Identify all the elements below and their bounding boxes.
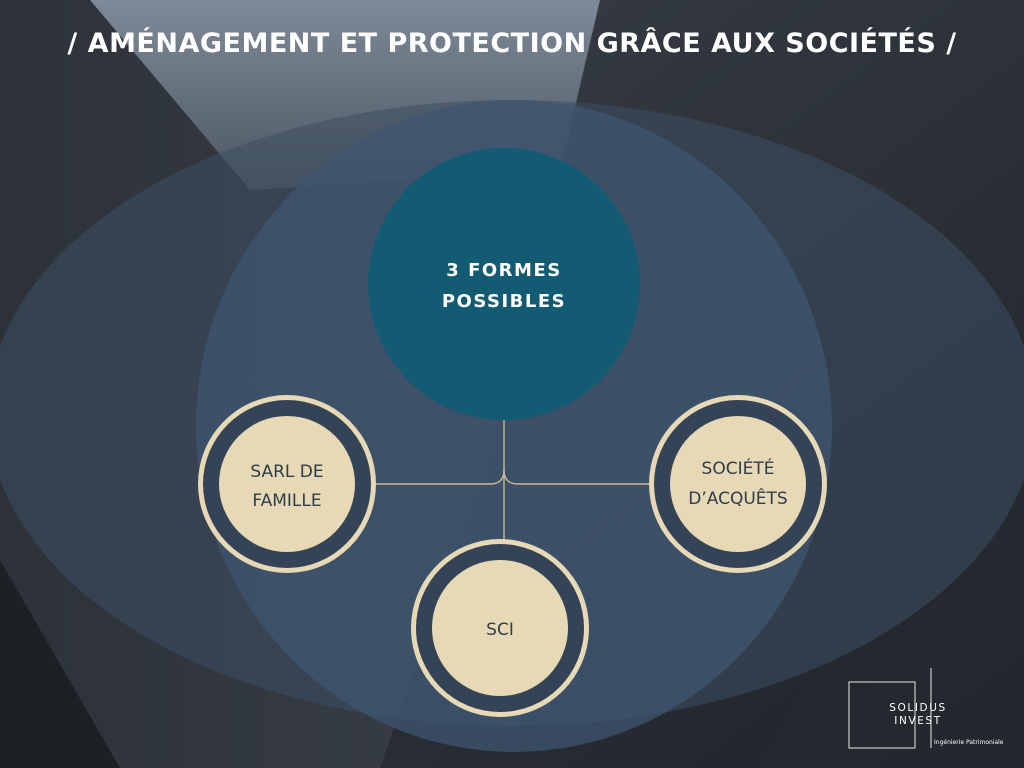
node-bottom-inner (432, 560, 568, 696)
node-right-label-line2: D’ACQUÊTS (688, 487, 787, 509)
node-bottom-label: SCI (486, 620, 514, 640)
connector-lines (376, 420, 650, 540)
node-bottom: SCI (411, 539, 589, 717)
center-circle (368, 148, 640, 420)
inner-ellipse (196, 100, 832, 752)
node-right-label-line1: SOCIÉTÉ (702, 457, 775, 479)
node-left-label-line2: FAMILLE (252, 491, 321, 511)
center-label-line1: 3 FORMES (446, 260, 561, 281)
node-left: SARL DE FAMILLE (198, 395, 376, 573)
node-right: SOCIÉTÉ D’ACQUÊTS (649, 395, 827, 573)
node-left-label-line1: SARL DE (250, 462, 323, 482)
logo-name-line1: SOLIDUS (889, 702, 947, 714)
node-right-inner (670, 416, 806, 552)
logo-tagline: Ingénierie Patrimoniale (934, 739, 1004, 746)
background-facet-corner (0, 560, 120, 768)
logo-name-line2: INVEST (894, 715, 941, 727)
node-left-inner (219, 416, 355, 552)
solidus-invest-logo: SOLIDUS INVEST Ingénierie Patrimoniale (848, 668, 1004, 749)
logo-frame (848, 681, 916, 749)
center-label-line2: POSSIBLES (442, 291, 566, 312)
slide-title: / AMÉNAGEMENT ET PROTECTION GRÂCE AUX SO… (67, 28, 957, 59)
